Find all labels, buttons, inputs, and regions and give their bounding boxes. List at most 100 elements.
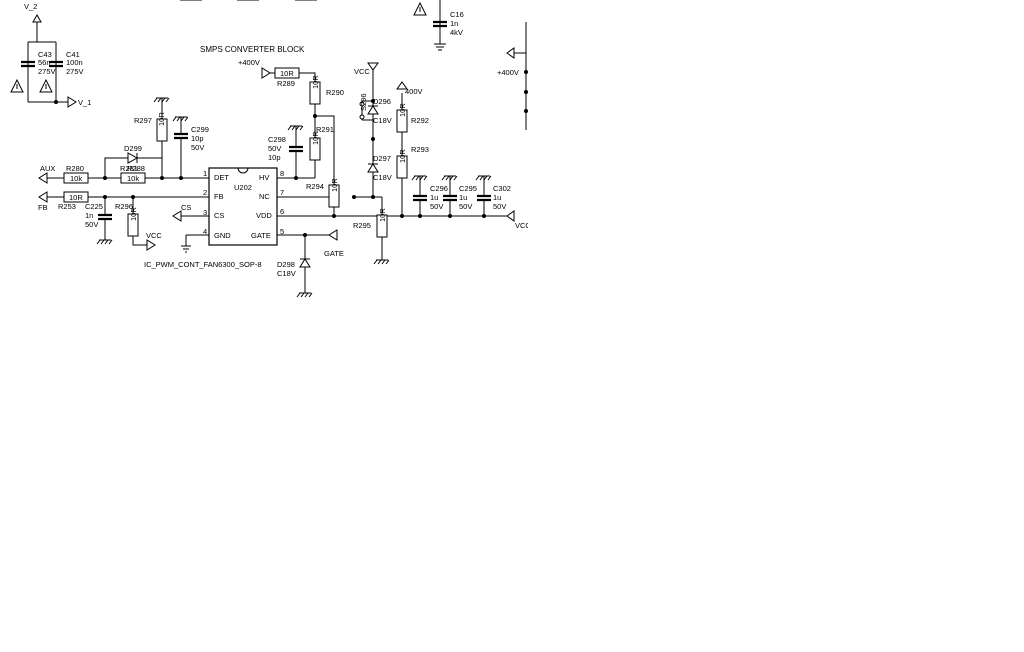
cs-net-label: CS bbox=[181, 203, 191, 212]
c299-ref: C299 bbox=[191, 125, 209, 134]
warning-icon bbox=[413, 1, 427, 16]
p400a-net-label: +400V bbox=[238, 58, 260, 67]
d297-ref: D297 bbox=[373, 154, 391, 163]
c43-voltage: 275V bbox=[38, 67, 56, 76]
capacitor-c299: C299 10p 50V bbox=[174, 125, 209, 152]
r288-ref: R288 bbox=[127, 164, 145, 173]
input-filter-block: V_2 C43 56n 275V C41 100n 275V V_1 bbox=[10, 2, 91, 108]
p400-net-a: +400V bbox=[238, 58, 271, 79]
c295-value: 1u bbox=[459, 193, 467, 202]
resistor-r297: 10R R297 bbox=[134, 112, 168, 142]
resistor-r294: 10R R294 bbox=[306, 178, 340, 208]
c225-voltage: 50V bbox=[85, 220, 98, 229]
warning-icon bbox=[39, 78, 53, 93]
r297-ref: R297 bbox=[134, 116, 152, 125]
pin-gate-name: GATE bbox=[251, 231, 271, 240]
gate-net: GATE bbox=[324, 229, 344, 258]
pin-4-num: 4 bbox=[203, 227, 207, 236]
r289-ref: R289 bbox=[277, 79, 295, 88]
ground-symbol bbox=[172, 116, 189, 122]
r253-ref: R253 bbox=[58, 202, 76, 211]
d298-value: C18V bbox=[277, 269, 296, 278]
r280-ref: R280 bbox=[66, 164, 84, 173]
c295-voltage: 50V bbox=[459, 202, 472, 211]
warning-icon bbox=[10, 78, 24, 93]
r290-value: 10R bbox=[311, 75, 320, 89]
ic-ref: U202 bbox=[234, 183, 252, 192]
c41-voltage: 275V bbox=[66, 67, 84, 76]
pin-cs-name: CS bbox=[214, 211, 224, 220]
capacitor-c298: C298 50V 10p bbox=[268, 135, 303, 162]
c295-ref: C295 bbox=[459, 184, 477, 193]
resistor-r296: 10R R296 bbox=[115, 202, 139, 237]
c16-ref: C16 bbox=[450, 10, 464, 19]
aux-net-label: AUX bbox=[40, 164, 55, 173]
c302-value: 1u bbox=[493, 193, 501, 202]
ground-symbol bbox=[153, 97, 170, 103]
v1-net-label: V_1 bbox=[78, 98, 91, 107]
d296-ref: D296 bbox=[373, 97, 391, 106]
resistor-r281: 10k R281 R288 bbox=[120, 164, 146, 184]
c298-ref: C298 bbox=[268, 135, 286, 144]
r295-value: 10R bbox=[378, 208, 387, 222]
pin-7-num: 7 bbox=[280, 188, 284, 197]
diode-d296: D296 C18V bbox=[367, 97, 392, 125]
c16-block: C16 1n 4kV bbox=[413, 0, 464, 51]
vcc-b-label: VCC bbox=[354, 67, 370, 76]
vcc-c-label: VCC bbox=[515, 221, 531, 230]
pin-hv-name: HV bbox=[259, 173, 269, 182]
ground-symbol bbox=[96, 239, 113, 245]
c296-voltage: 50V bbox=[430, 202, 443, 211]
diode-d299: D299 bbox=[124, 144, 142, 164]
r293-value: 10R bbox=[398, 149, 407, 163]
r281-value: 10k bbox=[127, 174, 139, 183]
resistor-r289: 10R R289 bbox=[274, 67, 300, 88]
p400c-net-label: +400V bbox=[497, 68, 519, 77]
vcc-net-c: VCC bbox=[506, 210, 531, 230]
block-title: SMPS CONVERTER BLOCK bbox=[200, 45, 305, 54]
d296-value: C18V bbox=[373, 116, 392, 125]
c16-value: 1n bbox=[450, 19, 458, 28]
pin-5-num: 5 bbox=[280, 227, 284, 236]
c298-value: 10p bbox=[268, 153, 281, 162]
v2-net-label: V_2 bbox=[24, 2, 37, 11]
capacitor-c302: C302 1u 50V bbox=[477, 184, 511, 211]
ground-symbol bbox=[373, 259, 390, 265]
c299-voltage: 50V bbox=[191, 143, 204, 152]
r280-value: 10k bbox=[70, 174, 82, 183]
vcc-a-label: VCC bbox=[146, 231, 162, 240]
r296-value: 10R bbox=[129, 207, 138, 221]
c296-ref: C296 bbox=[430, 184, 448, 193]
pin-3-num: 3 bbox=[203, 208, 207, 217]
r292-ref: R292 bbox=[411, 116, 429, 125]
capacitor-c295: C295 1u 50V bbox=[443, 184, 477, 211]
pin-fb-name: FB bbox=[214, 192, 224, 201]
r294-value: 10R bbox=[330, 178, 339, 192]
fb-net-label: FB bbox=[38, 203, 48, 212]
pin-1-num: 1 bbox=[203, 169, 207, 178]
d299-ref: D299 bbox=[124, 144, 142, 153]
v1-net-flag bbox=[67, 96, 77, 108]
capacitor-c296: C296 1u 50V bbox=[413, 184, 448, 211]
d298-ref: D298 bbox=[277, 260, 295, 269]
pin-8-num: 8 bbox=[280, 169, 284, 178]
c296-value: 1u bbox=[430, 193, 438, 202]
resistor-r295: 10R R295 bbox=[353, 208, 388, 238]
c41-ref: C41 bbox=[66, 50, 80, 59]
p400-net-b: 400V bbox=[396, 81, 423, 96]
vcc-net-b: VCC bbox=[354, 62, 379, 76]
r295-ref: R295 bbox=[353, 221, 371, 230]
r291-value: 10R bbox=[311, 131, 320, 145]
resistor-r253: 10R R253 bbox=[58, 191, 89, 211]
ground-symbol bbox=[475, 175, 492, 181]
diode-d298: D298 C18V bbox=[277, 258, 311, 278]
r291-ref: R291 bbox=[316, 125, 334, 134]
resistor-r280: 10k R280 bbox=[63, 164, 89, 184]
aux-net: AUX bbox=[38, 164, 55, 184]
ground-symbol bbox=[441, 175, 458, 181]
c43-ref: C43 bbox=[38, 50, 52, 59]
resistor-r290: 10R R290 bbox=[309, 75, 344, 105]
r290-ref: R290 bbox=[326, 88, 344, 97]
r296-ref: R296 bbox=[115, 202, 133, 211]
ground-symbol bbox=[296, 292, 313, 298]
